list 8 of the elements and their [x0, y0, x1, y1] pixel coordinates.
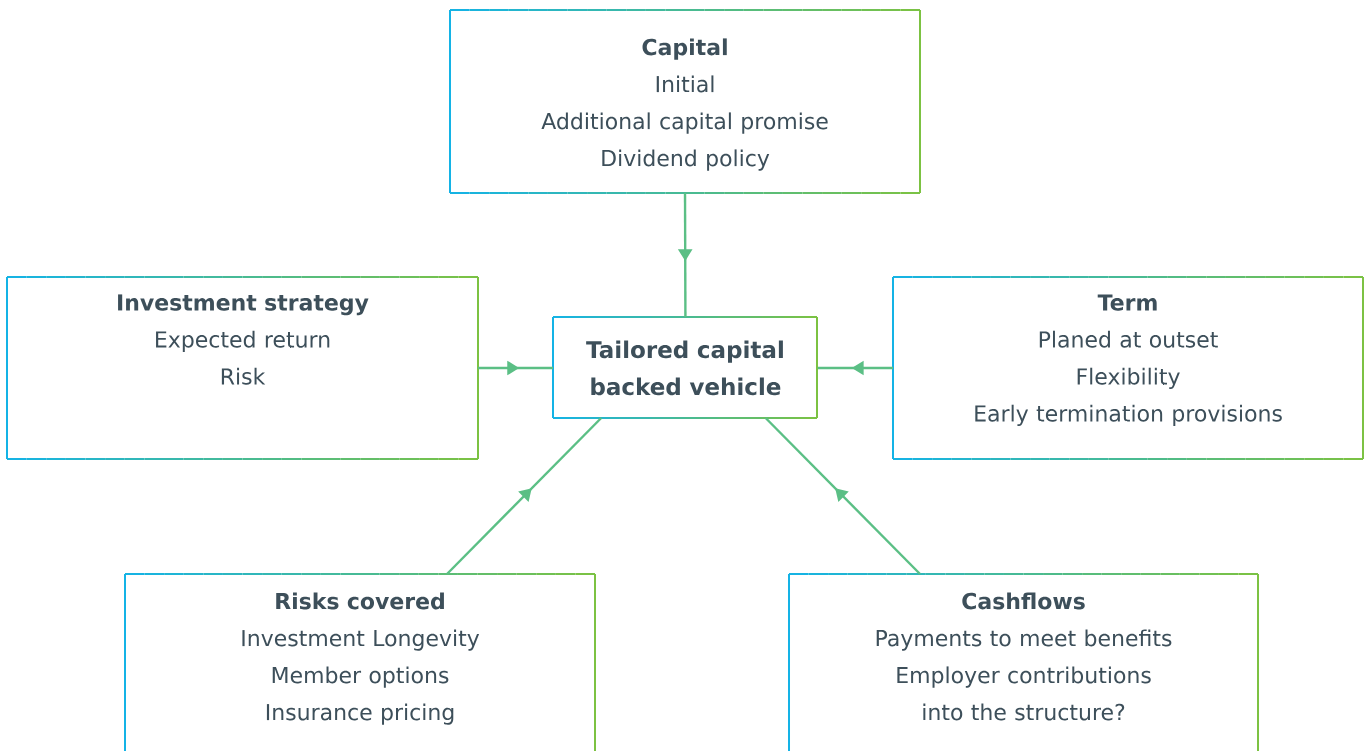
text-box: Tailored capital backed vehicle — [552, 316, 818, 419]
text-box: Investment strategy Expected return Risk — [6, 276, 479, 460]
text-box: Risks covered Investment Longevity Member options Insurance pricing — [124, 573, 596, 751]
text-box: Term Planed at outset Flexibility Early termination provisions — [892, 276, 1364, 460]
text-box: Capital Initial Additional capital promise Dividend policy — [449, 9, 921, 194]
text-box: Cashflows Payments to meet benefits Employer contributions into the structure? — [788, 573, 1259, 751]
arrow — [446, 417, 603, 575]
arrow — [764, 417, 921, 575]
